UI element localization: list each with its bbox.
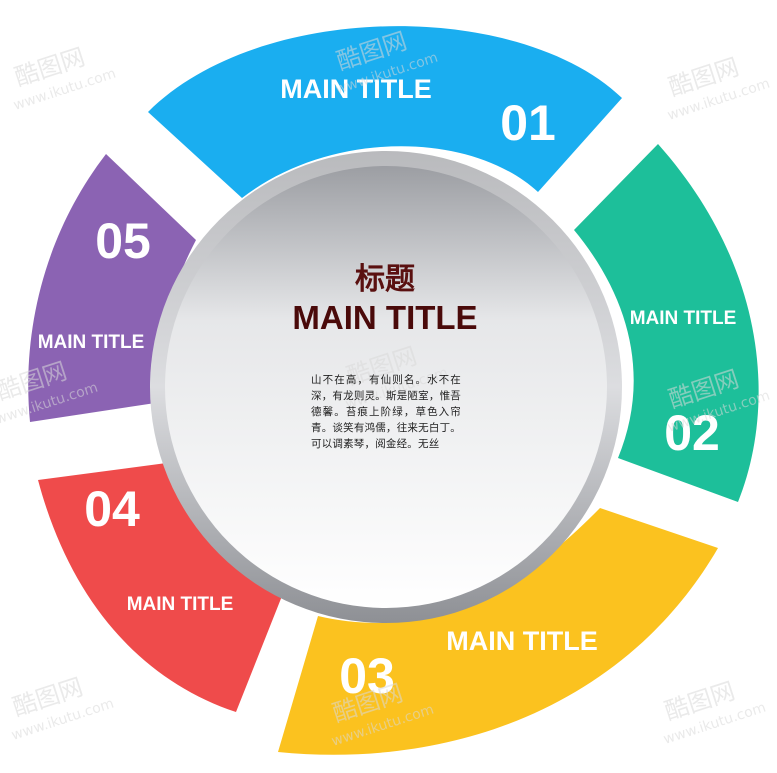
segment-02-title: MAIN TITLE (630, 308, 737, 329)
segment-04-number: 04 (84, 481, 140, 537)
segment-03-title: MAIN TITLE (446, 626, 597, 656)
watermark-bottom-right: 酷图网 www.ikutu.com (661, 677, 768, 748)
segment-05-number: 05 (95, 213, 151, 269)
segment-01-number: 01 (500, 95, 556, 151)
segment-ring (28, 26, 759, 755)
center-body-text: 山不在高，有仙则名。水不在深，有龙则灵。斯是陋室，惟吾德馨。苔痕上阶绿，草色入帘… (311, 374, 461, 450)
segment-01-title: MAIN TITLE (280, 74, 431, 104)
segment-02-shape (574, 144, 759, 502)
watermark-top-right: 酷图网 www.ikutu.com (665, 53, 772, 124)
segment-01-shape (148, 26, 622, 198)
segment-02-number: 02 (664, 405, 720, 461)
segment-05-title: MAIN TITLE (38, 332, 145, 353)
center-heading: 标题 MAIN TITLE (270, 262, 500, 338)
watermark-bottom-left: 酷图网 www.ikutu.com (9, 673, 116, 744)
center-title-cn: 标题 (355, 262, 415, 297)
watermark-top-left: 酷图网 www.ikutu.com (11, 43, 118, 114)
segment-04-shape (38, 462, 282, 712)
segment-03-number: 03 (339, 648, 395, 704)
segment-04-title: MAIN TITLE (127, 594, 234, 615)
center-disc (165, 166, 607, 608)
center-title-en: MAIN TITLE (292, 299, 478, 336)
segment-03-shape (278, 508, 718, 755)
